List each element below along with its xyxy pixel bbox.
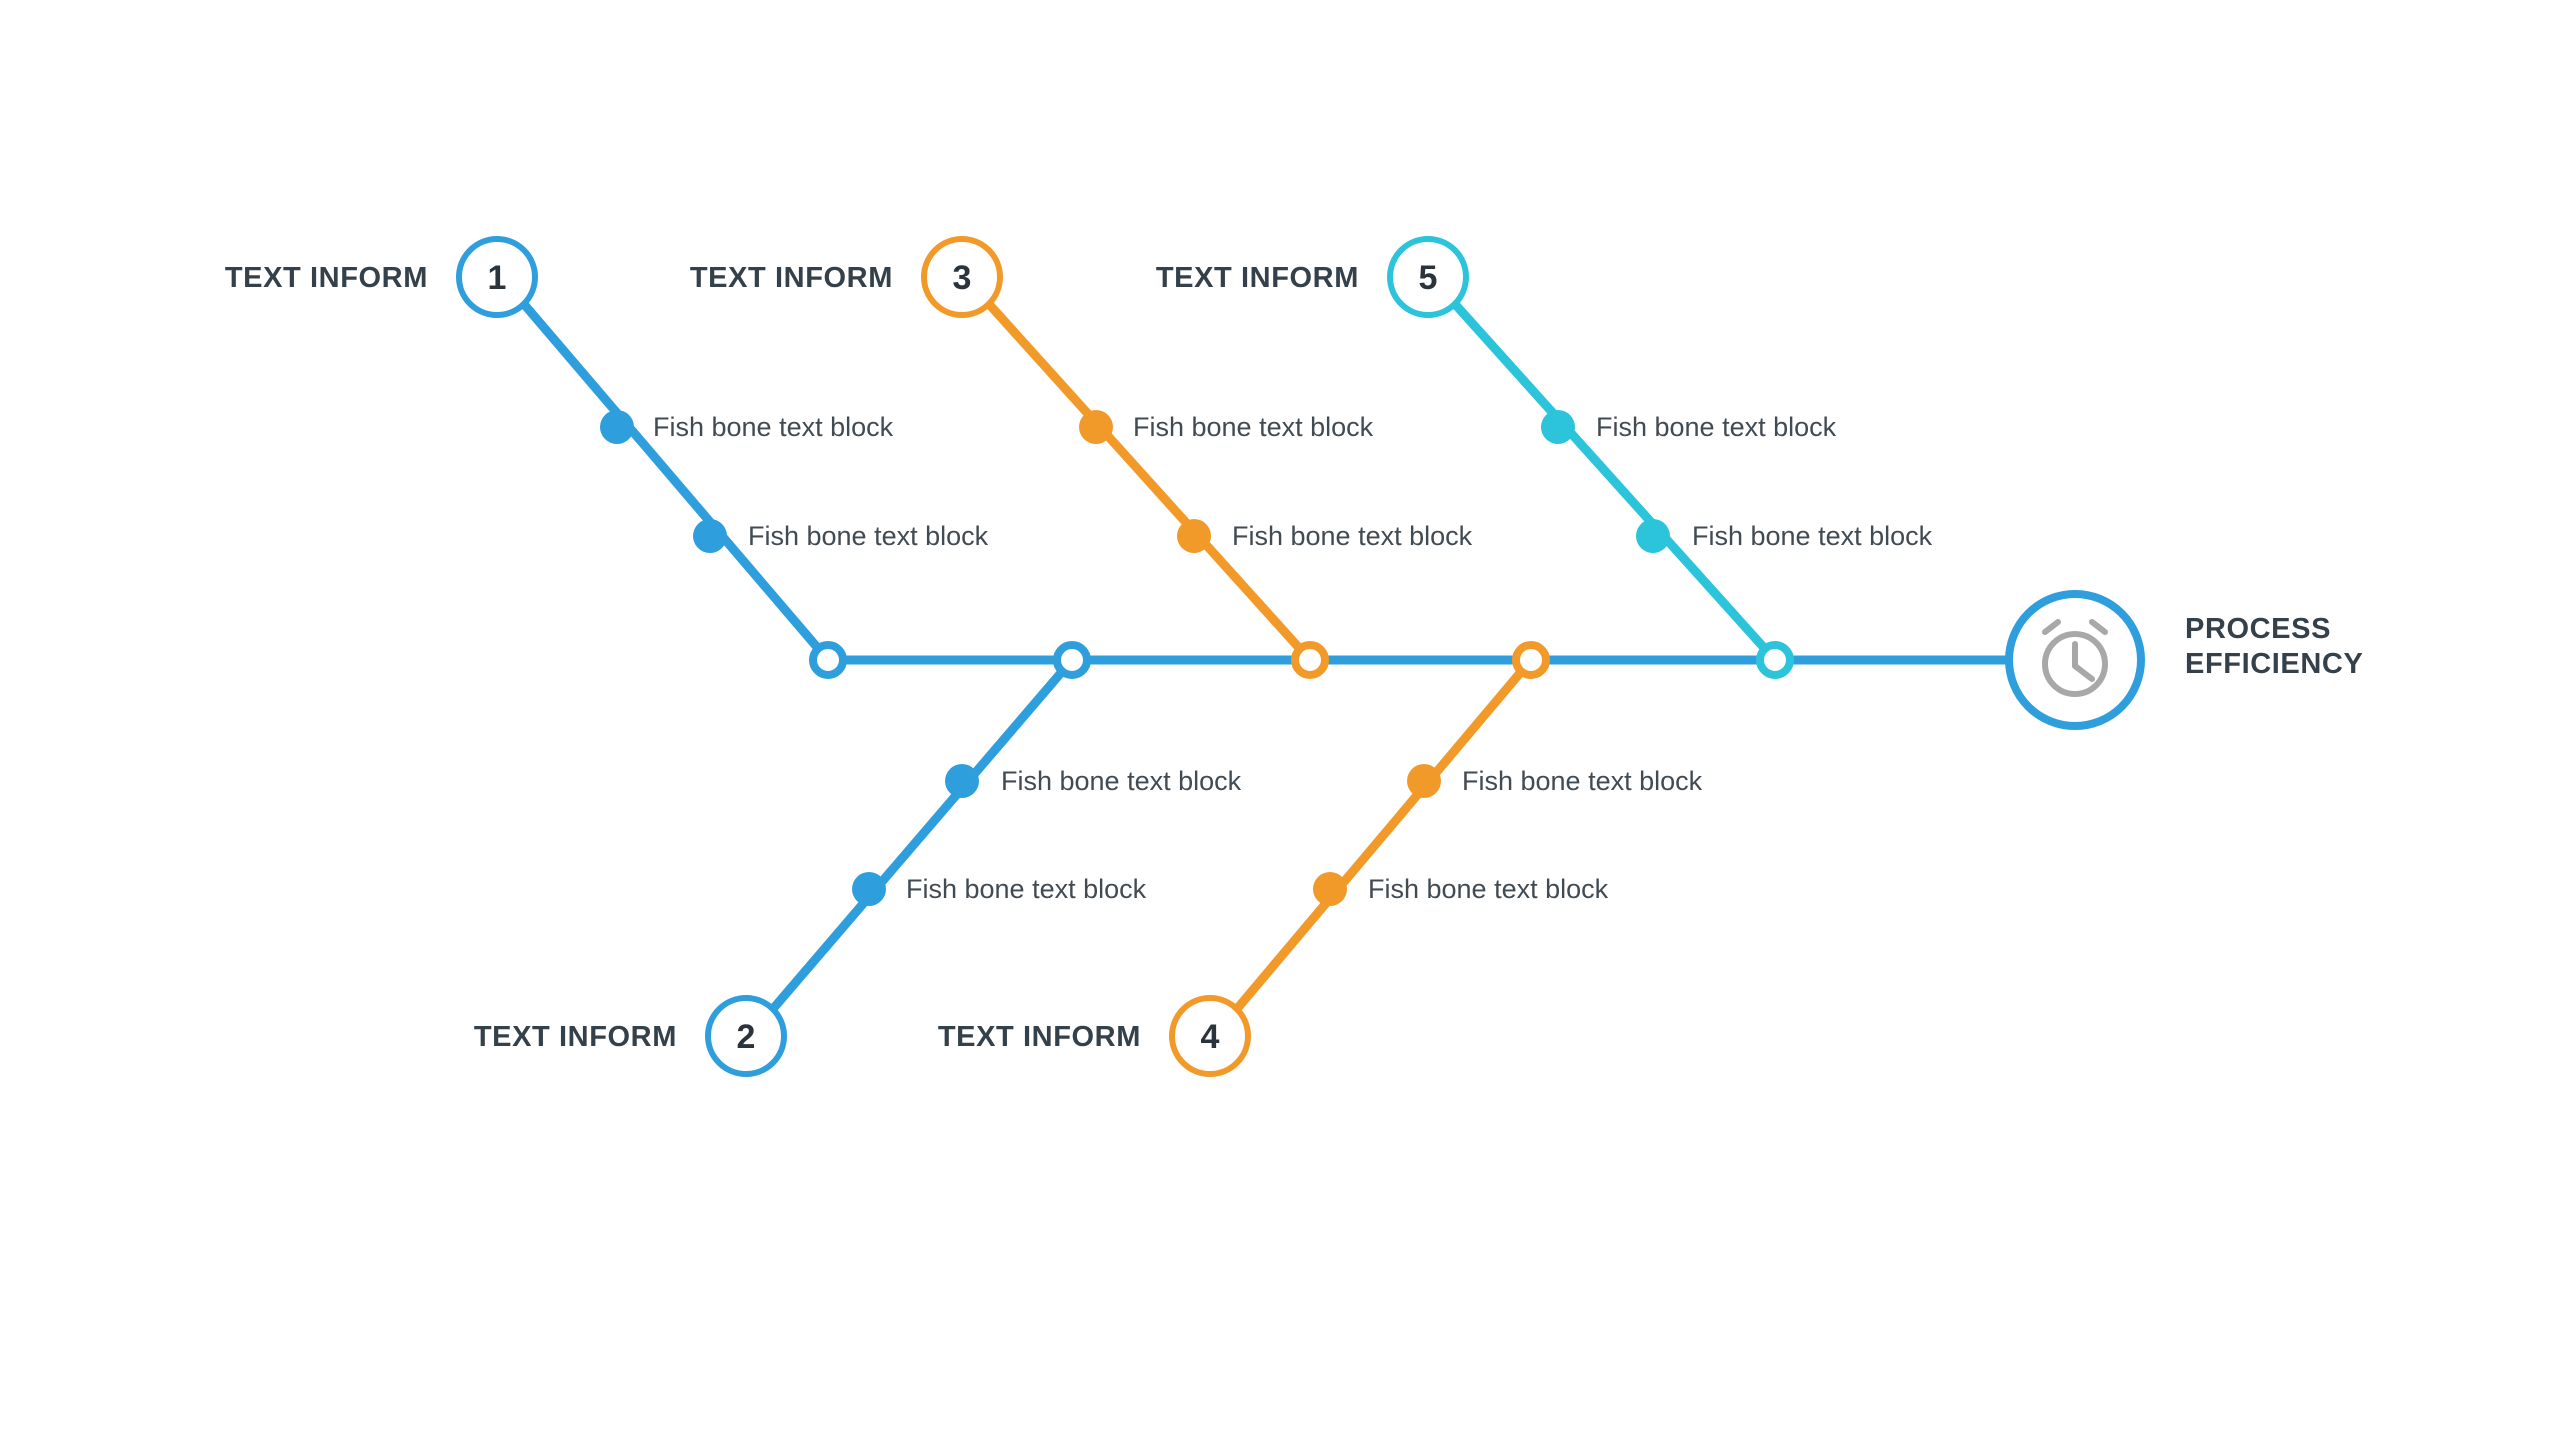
category-number-2: 2 [737,1018,756,1056]
clock-face [2042,631,2108,697]
clock-bell-left [2042,619,2061,635]
bone-label-3-2: Fish bone text block [1232,521,1473,551]
bone-dot-2-2[interactable] [945,764,979,798]
bone-label-1-1: Fish bone text block [653,412,894,442]
bone-dot-1-2[interactable] [693,519,727,553]
bone-dot-4-2[interactable] [1407,764,1441,798]
category-circle-5[interactable] [1387,236,1469,318]
bone-dot-5-2[interactable] [1636,519,1670,553]
category-circle-3[interactable] [921,236,1003,318]
branch-line-3 [983,298,1315,665]
category-circle-2[interactable] [705,995,787,1077]
bone-dot-3-2[interactable] [1177,519,1211,553]
category-number-1: 1 [488,259,507,297]
bone-label-2-1: Fish bone text block [906,874,1147,904]
clock-hand-minute [2072,663,2095,682]
branch-line-4 [1231,655,1536,1015]
bone-label-5-1: Fish bone text block [1596,412,1837,442]
category-title-5: TEXT INFORM [1155,262,1359,294]
branch-2[interactable]: 2 [705,655,1077,1077]
spine-junction-1[interactable] [809,641,847,679]
spine-junction-4[interactable] [1512,641,1550,679]
spine-junction-5[interactable] [1756,641,1794,679]
bone-dot-2-1[interactable] [852,872,886,906]
bone-label-5-2: Fish bone text block [1692,521,1933,551]
category-title-2: TEXT INFORM [473,1021,677,1053]
category-number-3: 3 [953,259,972,297]
clock-bell-right [2089,619,2108,635]
category-title-3: TEXT INFORM [689,262,893,294]
spine-junction-3[interactable] [1291,641,1329,679]
bone-dot-4-1[interactable] [1313,872,1347,906]
category-circle-4[interactable] [1169,995,1251,1077]
bone-label-4-1: Fish bone text block [1368,874,1609,904]
branch-1[interactable]: 1 [456,236,833,665]
alarm-clock-icon [2042,619,2108,697]
category-number-4: 4 [1201,1018,1220,1056]
branch-5[interactable]: 5 [1387,236,1780,665]
branch-line-1 [518,298,833,665]
branch-4[interactable]: 4 [1169,655,1536,1077]
category-number-5: 5 [1419,259,1438,297]
bone-dot-5-1[interactable] [1541,410,1575,444]
bone-dot-1-1[interactable] [600,410,634,444]
branch-3[interactable]: 3 [921,236,1315,665]
category-title-4: TEXT INFORM [937,1021,1141,1053]
branch-line-5 [1449,298,1780,665]
head-title: PROCESS EFFICIENCY [2185,613,2364,681]
category-circle-1[interactable] [456,236,538,318]
category-title-1: TEXT INFORM [224,262,428,294]
head-node[interactable] [2005,590,2145,730]
bone-label-2-2: Fish bone text block [1001,766,1242,796]
bone-label-3-1: Fish bone text block [1133,412,1374,442]
spine-junction-2[interactable] [1053,641,1091,679]
bone-dot-3-1[interactable] [1079,410,1113,444]
bone-label-1-2: Fish bone text block [748,521,989,551]
branch-line-2 [767,655,1077,1015]
bone-label-4-2: Fish bone text block [1462,766,1703,796]
